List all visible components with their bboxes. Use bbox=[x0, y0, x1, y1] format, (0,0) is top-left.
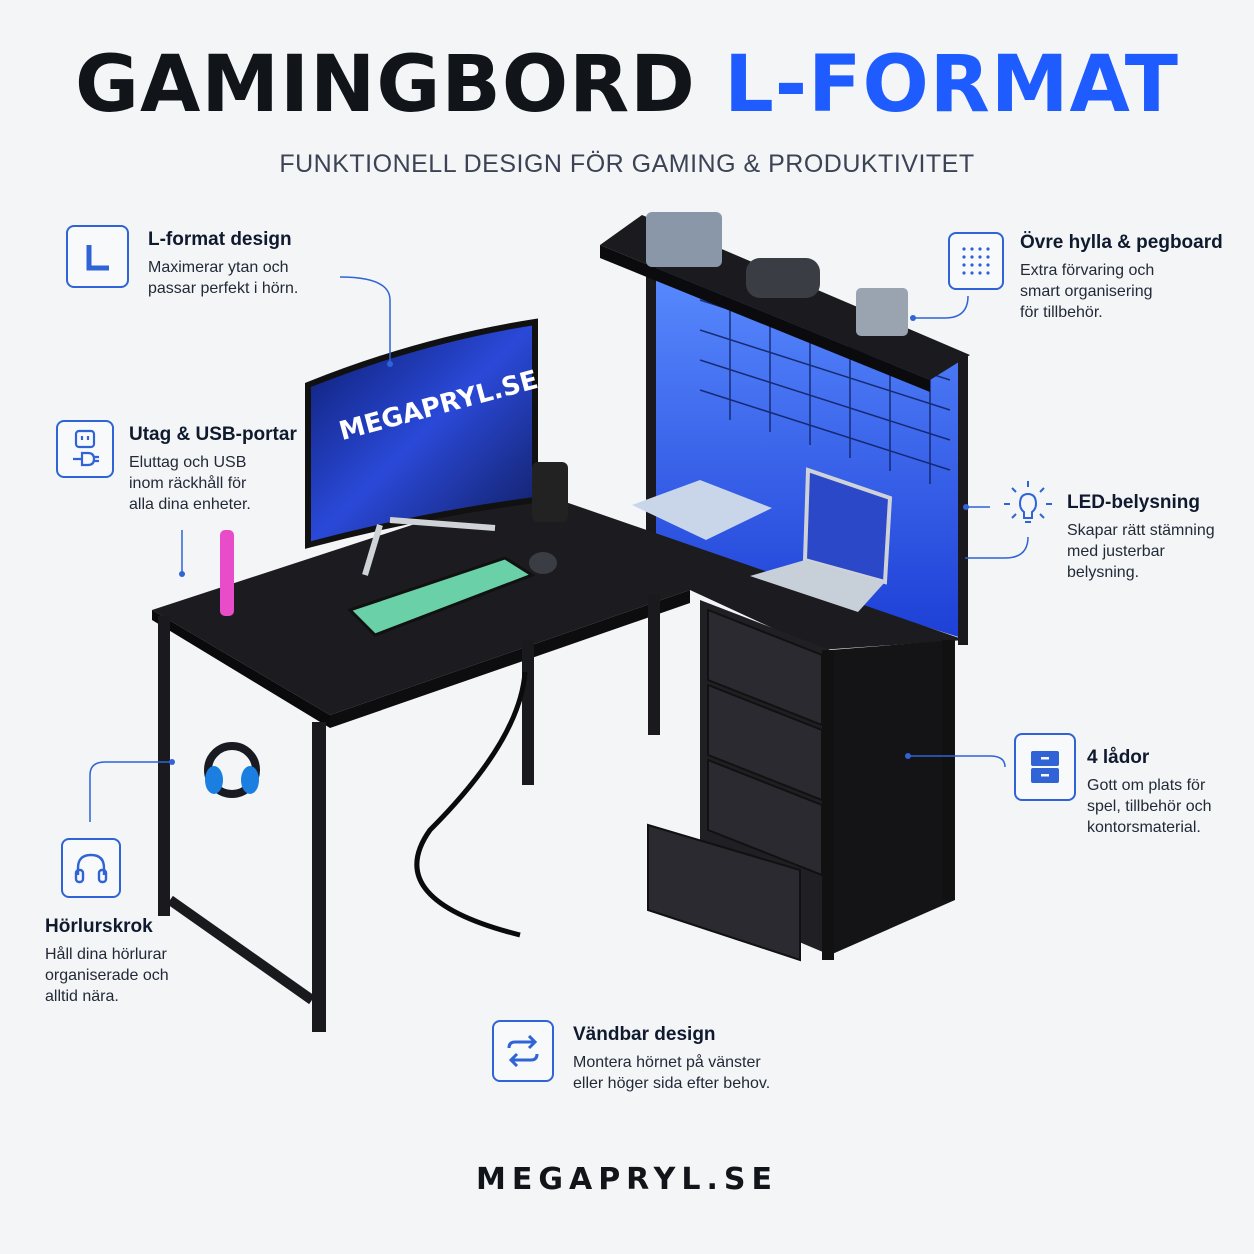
feature-title: LED-belysning bbox=[1067, 492, 1201, 513]
l-shape-icon bbox=[66, 225, 129, 288]
feature-title: L-format design bbox=[148, 229, 292, 250]
rgb-light-bar bbox=[220, 530, 234, 616]
mouse bbox=[529, 552, 557, 574]
footer-brand: MEGAPRYL.SE bbox=[476, 1162, 778, 1197]
title-part-1: GAMINGBORD bbox=[75, 40, 696, 130]
keyboard bbox=[347, 556, 536, 637]
desk-top bbox=[152, 488, 965, 715]
page-subtitle: FUNKTIONELL DESIGN FÖR GAMING & PRODUKTI… bbox=[279, 150, 975, 178]
feature-title: Övre hylla & pegboard bbox=[1020, 232, 1223, 253]
power-cable bbox=[414, 671, 528, 938]
shelf-item-cube bbox=[856, 288, 908, 336]
light-bulb-icon bbox=[1000, 478, 1056, 534]
drawers-icon bbox=[1014, 733, 1076, 801]
hutch-left-post bbox=[646, 255, 656, 555]
swap-arrows-icon bbox=[492, 1020, 554, 1082]
desk-leg-2 bbox=[312, 722, 326, 1032]
headphones-icon bbox=[61, 838, 121, 898]
desk-leg-1 bbox=[158, 616, 170, 916]
hutch-right-post bbox=[958, 355, 968, 645]
wireless-charger bbox=[532, 462, 568, 522]
title-part-2: L-FORMAT bbox=[724, 40, 1179, 130]
desk-leg-4 bbox=[648, 595, 660, 735]
power-outlet-icon bbox=[56, 420, 114, 478]
pegboard-grid-icon bbox=[948, 232, 1004, 290]
shelf-item-speaker bbox=[746, 258, 820, 298]
feature-title: Hörlurskrok bbox=[45, 916, 153, 937]
feature-title: Vändbar design bbox=[573, 1024, 716, 1045]
shelf-item-1 bbox=[646, 212, 722, 267]
feature-title: Utag & USB-portar bbox=[129, 424, 297, 445]
drawers bbox=[647, 608, 823, 962]
laptop-base bbox=[750, 560, 885, 612]
game-console bbox=[632, 480, 772, 540]
page-title: GAMINGBORD L-FORMAT bbox=[0, 46, 1254, 124]
feature-title: 4 lådor bbox=[1087, 747, 1150, 768]
